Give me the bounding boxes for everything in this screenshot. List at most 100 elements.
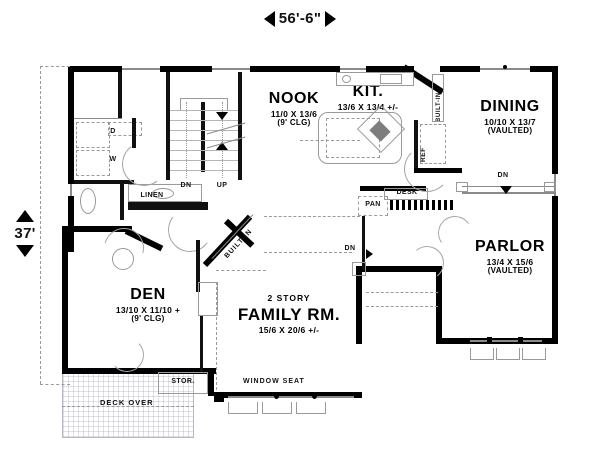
parlor-dimensions: 13/4 X 15/6 [486, 256, 534, 267]
overall-depth-value: 37' [14, 225, 36, 242]
washer-label: W [109, 156, 117, 163]
den-ceiling-note: (9' CLG) [131, 314, 165, 324]
window-seat-bay-2 [262, 402, 292, 414]
arrow-right-icon [325, 10, 337, 27]
exterior-wall-top-2 [160, 66, 212, 72]
window-seat-label: WINDOW SEAT [243, 378, 305, 385]
interior-wall-laundry-right [118, 72, 122, 118]
exterior-wall-family-right [356, 270, 362, 344]
exterior-wall-right-3 [552, 196, 558, 344]
exterior-wall-den-top [62, 226, 132, 232]
family-dimensions: 15/6 X 20/6 +/- [258, 324, 320, 335]
stair-landing-outline [180, 98, 228, 110]
stair-centerline-up [222, 102, 223, 178]
sink-basin [152, 188, 174, 199]
room-label-dining: DINING 10/10 X 13/7 (VAULTED) [458, 98, 562, 136]
closet-under-stair [198, 282, 218, 316]
stair-tread [170, 160, 238, 161]
laundry-counter [74, 118, 122, 119]
dining-name: DINING [480, 98, 540, 115]
window-seat-glazing [228, 396, 354, 398]
window-mullion-ws-1 [274, 393, 279, 399]
room-label-kitchen: KIT. 13/6 X 13/4 +/- [326, 83, 410, 112]
window-mullion-ws-2 [312, 393, 317, 399]
exterior-wall-parlor-left [436, 266, 442, 344]
deck-edge-dashed [62, 406, 194, 407]
overall-width-value: 56'-6" [278, 10, 322, 27]
beam-line-parlor-2 [366, 292, 438, 293]
pantry-label: PAN [365, 201, 381, 208]
room-label-nook: NOOK 11/0 X 13/6 (9' CLG) [246, 90, 342, 128]
exterior-wall-top-5 [530, 66, 558, 72]
arrow-left-icon [263, 10, 275, 27]
window-bottom-right [470, 340, 542, 342]
room-label-parlor: PARLOR 13/4 X 15/6 (VAULTED) [456, 238, 564, 276]
beam-line-parlor [366, 306, 438, 307]
stair-tread [170, 150, 238, 151]
kitchen-dimensions: 13/6 X 13/4 +/- [337, 101, 399, 112]
deck-over-label: DECK OVER [100, 398, 154, 407]
column-left [456, 182, 468, 192]
desk-label: DESK [396, 189, 418, 196]
window-mullion-top [503, 65, 507, 69]
exterior-wall-right-2 [552, 162, 558, 174]
stair-wall-left [166, 72, 170, 180]
storage-room [158, 372, 208, 394]
interior-wall-closet [200, 316, 203, 372]
window-seat-bay-1 [228, 402, 258, 414]
exterior-wall-right [552, 66, 558, 162]
linen-label: LINEN [140, 192, 164, 199]
stair-tread [170, 140, 238, 141]
cooktop-unit [380, 74, 402, 84]
window-mullion-br-2 [518, 337, 523, 344]
arrow-down-icon [16, 245, 34, 257]
refrigerator-niche [414, 120, 418, 172]
family-prefix: 2 STORY [267, 293, 311, 303]
porch-step-1 [470, 348, 494, 360]
family-name: FAMILY RM. [237, 304, 341, 324]
storage-label: STOR. [171, 378, 195, 385]
interior-wall-bath-right [120, 184, 124, 220]
nook-ceiling-note: (9' CLG) [277, 118, 311, 128]
column-right [544, 182, 556, 192]
interior-wall-linen [128, 202, 208, 206]
window-top-1 [122, 68, 160, 70]
stair-centerline-down [186, 102, 187, 178]
dining-down-label: DN [497, 172, 509, 179]
washer-appliance [76, 150, 110, 176]
stair-tread [170, 170, 238, 171]
family-room-open-line [216, 270, 266, 271]
window-left [70, 184, 72, 196]
dining-dimensions: 10/10 X 13/7 [484, 116, 536, 127]
toilet-fixture [80, 188, 96, 214]
beam-line-center-2 [264, 252, 352, 253]
window-top-3 [340, 68, 366, 70]
arrow-up-icon [16, 210, 34, 222]
stair-tread [170, 110, 238, 111]
exterior-wall-den-bottom [62, 368, 216, 374]
parlor-vault-note: (VAULTED) [487, 266, 533, 276]
stair-wall-right [238, 72, 242, 180]
parlor-name: PARLOR [475, 238, 545, 255]
setback-line-left [40, 66, 41, 384]
laundry-upper-cabinet [108, 122, 142, 136]
room-label-family: 2 STORY FAMILY RM. 15/6 X 20/6 +/- [224, 293, 354, 335]
linen-closet-box [128, 206, 208, 210]
setback-line-top [40, 66, 70, 67]
hall-column-core [356, 266, 362, 272]
dining-vault-note: (VAULTED) [487, 126, 533, 136]
room-label-den: DEN 13/10 X 11/10 + (9' CLG) [96, 286, 200, 324]
beam-line-kitchen [300, 140, 360, 141]
exterior-wall-top-4 [366, 66, 414, 72]
kitchen-sink [342, 75, 351, 83]
stair-up-label: UP [216, 182, 228, 189]
entry-column-round [112, 248, 134, 270]
storage-wall-right [208, 368, 214, 396]
dining-down-arrow-icon [500, 186, 512, 194]
stair-tread [170, 130, 238, 131]
nook-dimensions: 11/0 X 13/6 [270, 108, 318, 119]
interior-wall-hall-vert [362, 216, 365, 270]
interior-wall-den-right [196, 240, 200, 292]
stair-up-arrow-icon [216, 142, 228, 150]
